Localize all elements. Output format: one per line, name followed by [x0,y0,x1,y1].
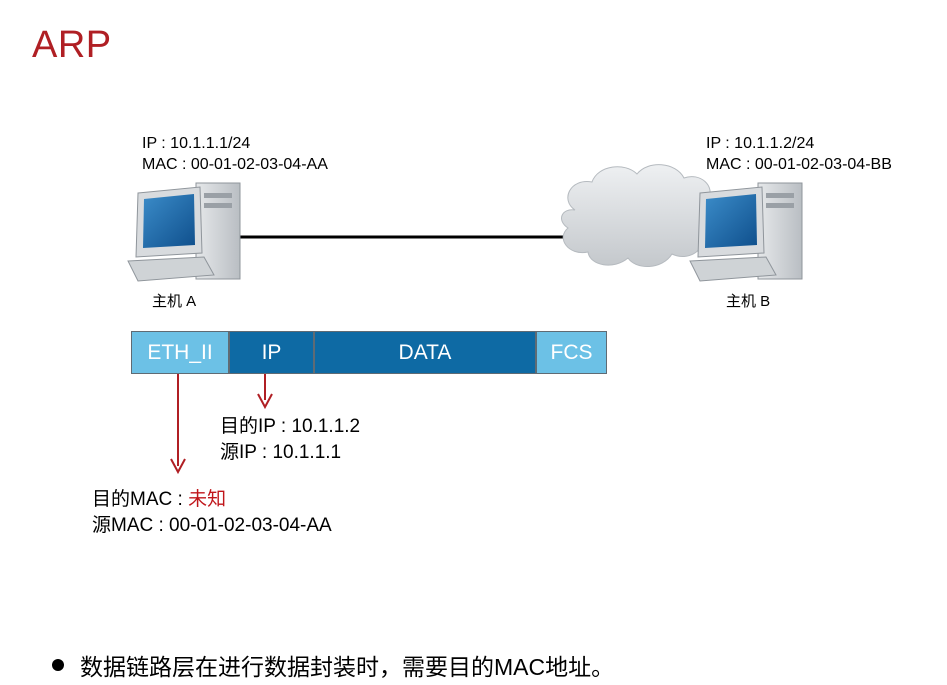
src-ip: 源IP : 10.1.1.1 [220,442,342,463]
arrow-down-icon [170,374,186,475]
host-b-ip: IP : 10.1.1.2/24 [706,135,815,152]
frame-field-ip: IP [229,331,314,374]
host-a-mac: MAC : 00-01-02-03-04-AA [142,156,328,173]
dest-mac: 目的MAC : 未知 [92,487,332,513]
bullet-text: 数据链路层在进行数据封装时，需要目的MAC地址。 [80,654,615,680]
computer-icon [689,182,803,282]
computer-icon [127,182,241,282]
dest-mac-unknown: 未知 [188,489,227,510]
src-mac: 源MAC : 00-01-02-03-04-AA [92,515,332,536]
frame-field-fcs: FCS [536,331,607,374]
dest-mac-label: 目的MAC : [92,489,189,510]
host-a-label: 主机 A [152,293,197,310]
ip-header-addresses: 目的IP : 10.1.1.2 源IP : 10.1.1.1 [220,414,360,466]
host-b-label: 主机 B [726,293,771,310]
frame-field-eth2: ETH_II [131,331,229,374]
cloud-icon [561,164,717,267]
arrow-down-icon [257,374,273,410]
frame-field-data: DATA [314,331,536,374]
bullet-dot-icon [52,659,64,671]
dest-ip: 目的IP : 10.1.1.2 [220,416,361,437]
host-a-ip: IP : 10.1.1.1/24 [142,135,251,152]
bullet-item: 数据链路层在进行数据封装时，需要目的MAC地址。 [52,648,614,682]
eth-header-addresses: 目的MAC : 未知 源MAC : 00-01-02-03-04-AA [92,487,332,539]
page-title: ARP [32,24,112,66]
host-b-info: IP : 10.1.1.2/24 MAC : 00-01-02-03-04-BB [706,133,892,175]
host-b-mac: MAC : 00-01-02-03-04-BB [706,156,892,173]
host-a-info: IP : 10.1.1.1/24 MAC : 00-01-02-03-04-AA [142,133,328,175]
